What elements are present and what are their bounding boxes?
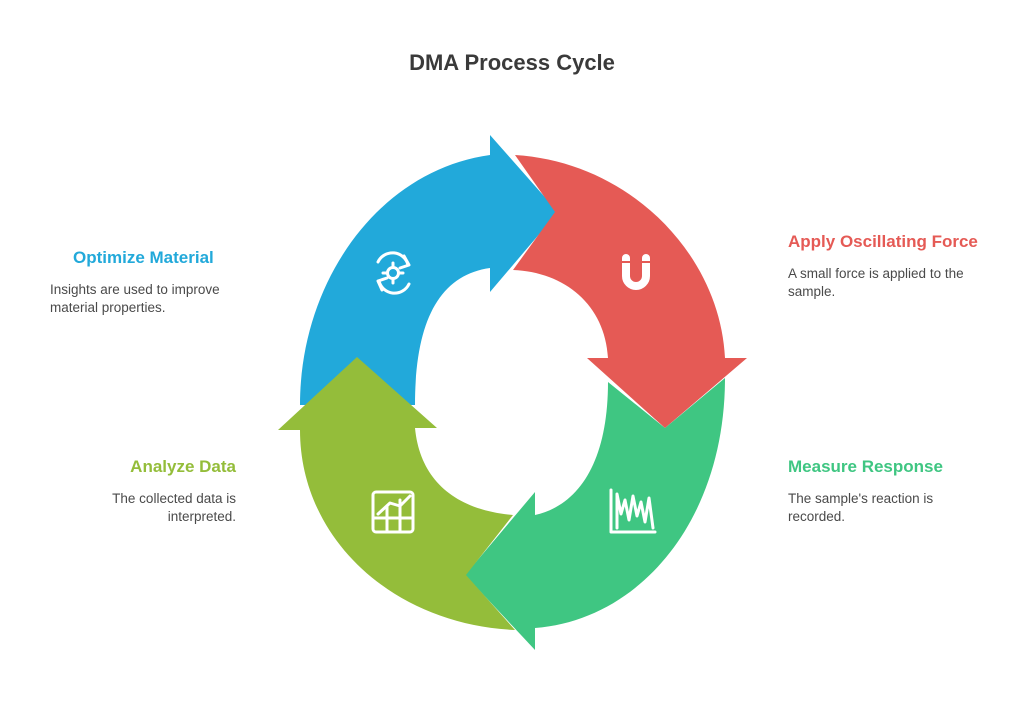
step-heading: Measure Response bbox=[788, 457, 943, 476]
segment-measure-response bbox=[465, 378, 725, 650]
gear-refresh-icon bbox=[376, 251, 411, 295]
segment-optimize-material bbox=[300, 135, 558, 405]
step-optimize-material: Optimize Material Insights are used to i… bbox=[50, 246, 250, 317]
segment-apply-force bbox=[513, 155, 747, 428]
step-analyze-data: Analyze Data The collected data is inter… bbox=[60, 455, 236, 526]
step-heading: Apply Oscillating Force bbox=[788, 232, 978, 251]
magnet-icon bbox=[620, 254, 652, 290]
step-measure-response: Measure Response The sample's reaction i… bbox=[788, 455, 988, 526]
step-heading: Analyze Data bbox=[130, 457, 236, 476]
step-apply-force: Apply Oscillating Force A small force is… bbox=[788, 230, 988, 301]
step-description: The collected data is interpreted. bbox=[112, 491, 236, 524]
growth-chart-icon bbox=[371, 490, 415, 534]
diagram-title: DMA Process Cycle bbox=[409, 50, 615, 75]
step-description: Insights are used to improve material pr… bbox=[50, 282, 220, 315]
step-heading: Optimize Material bbox=[73, 248, 214, 267]
step-description: The sample's reaction is recorded. bbox=[788, 491, 934, 524]
waveform-chart-icon bbox=[609, 488, 657, 534]
step-description: A small force is applied to the sample. bbox=[788, 266, 964, 299]
